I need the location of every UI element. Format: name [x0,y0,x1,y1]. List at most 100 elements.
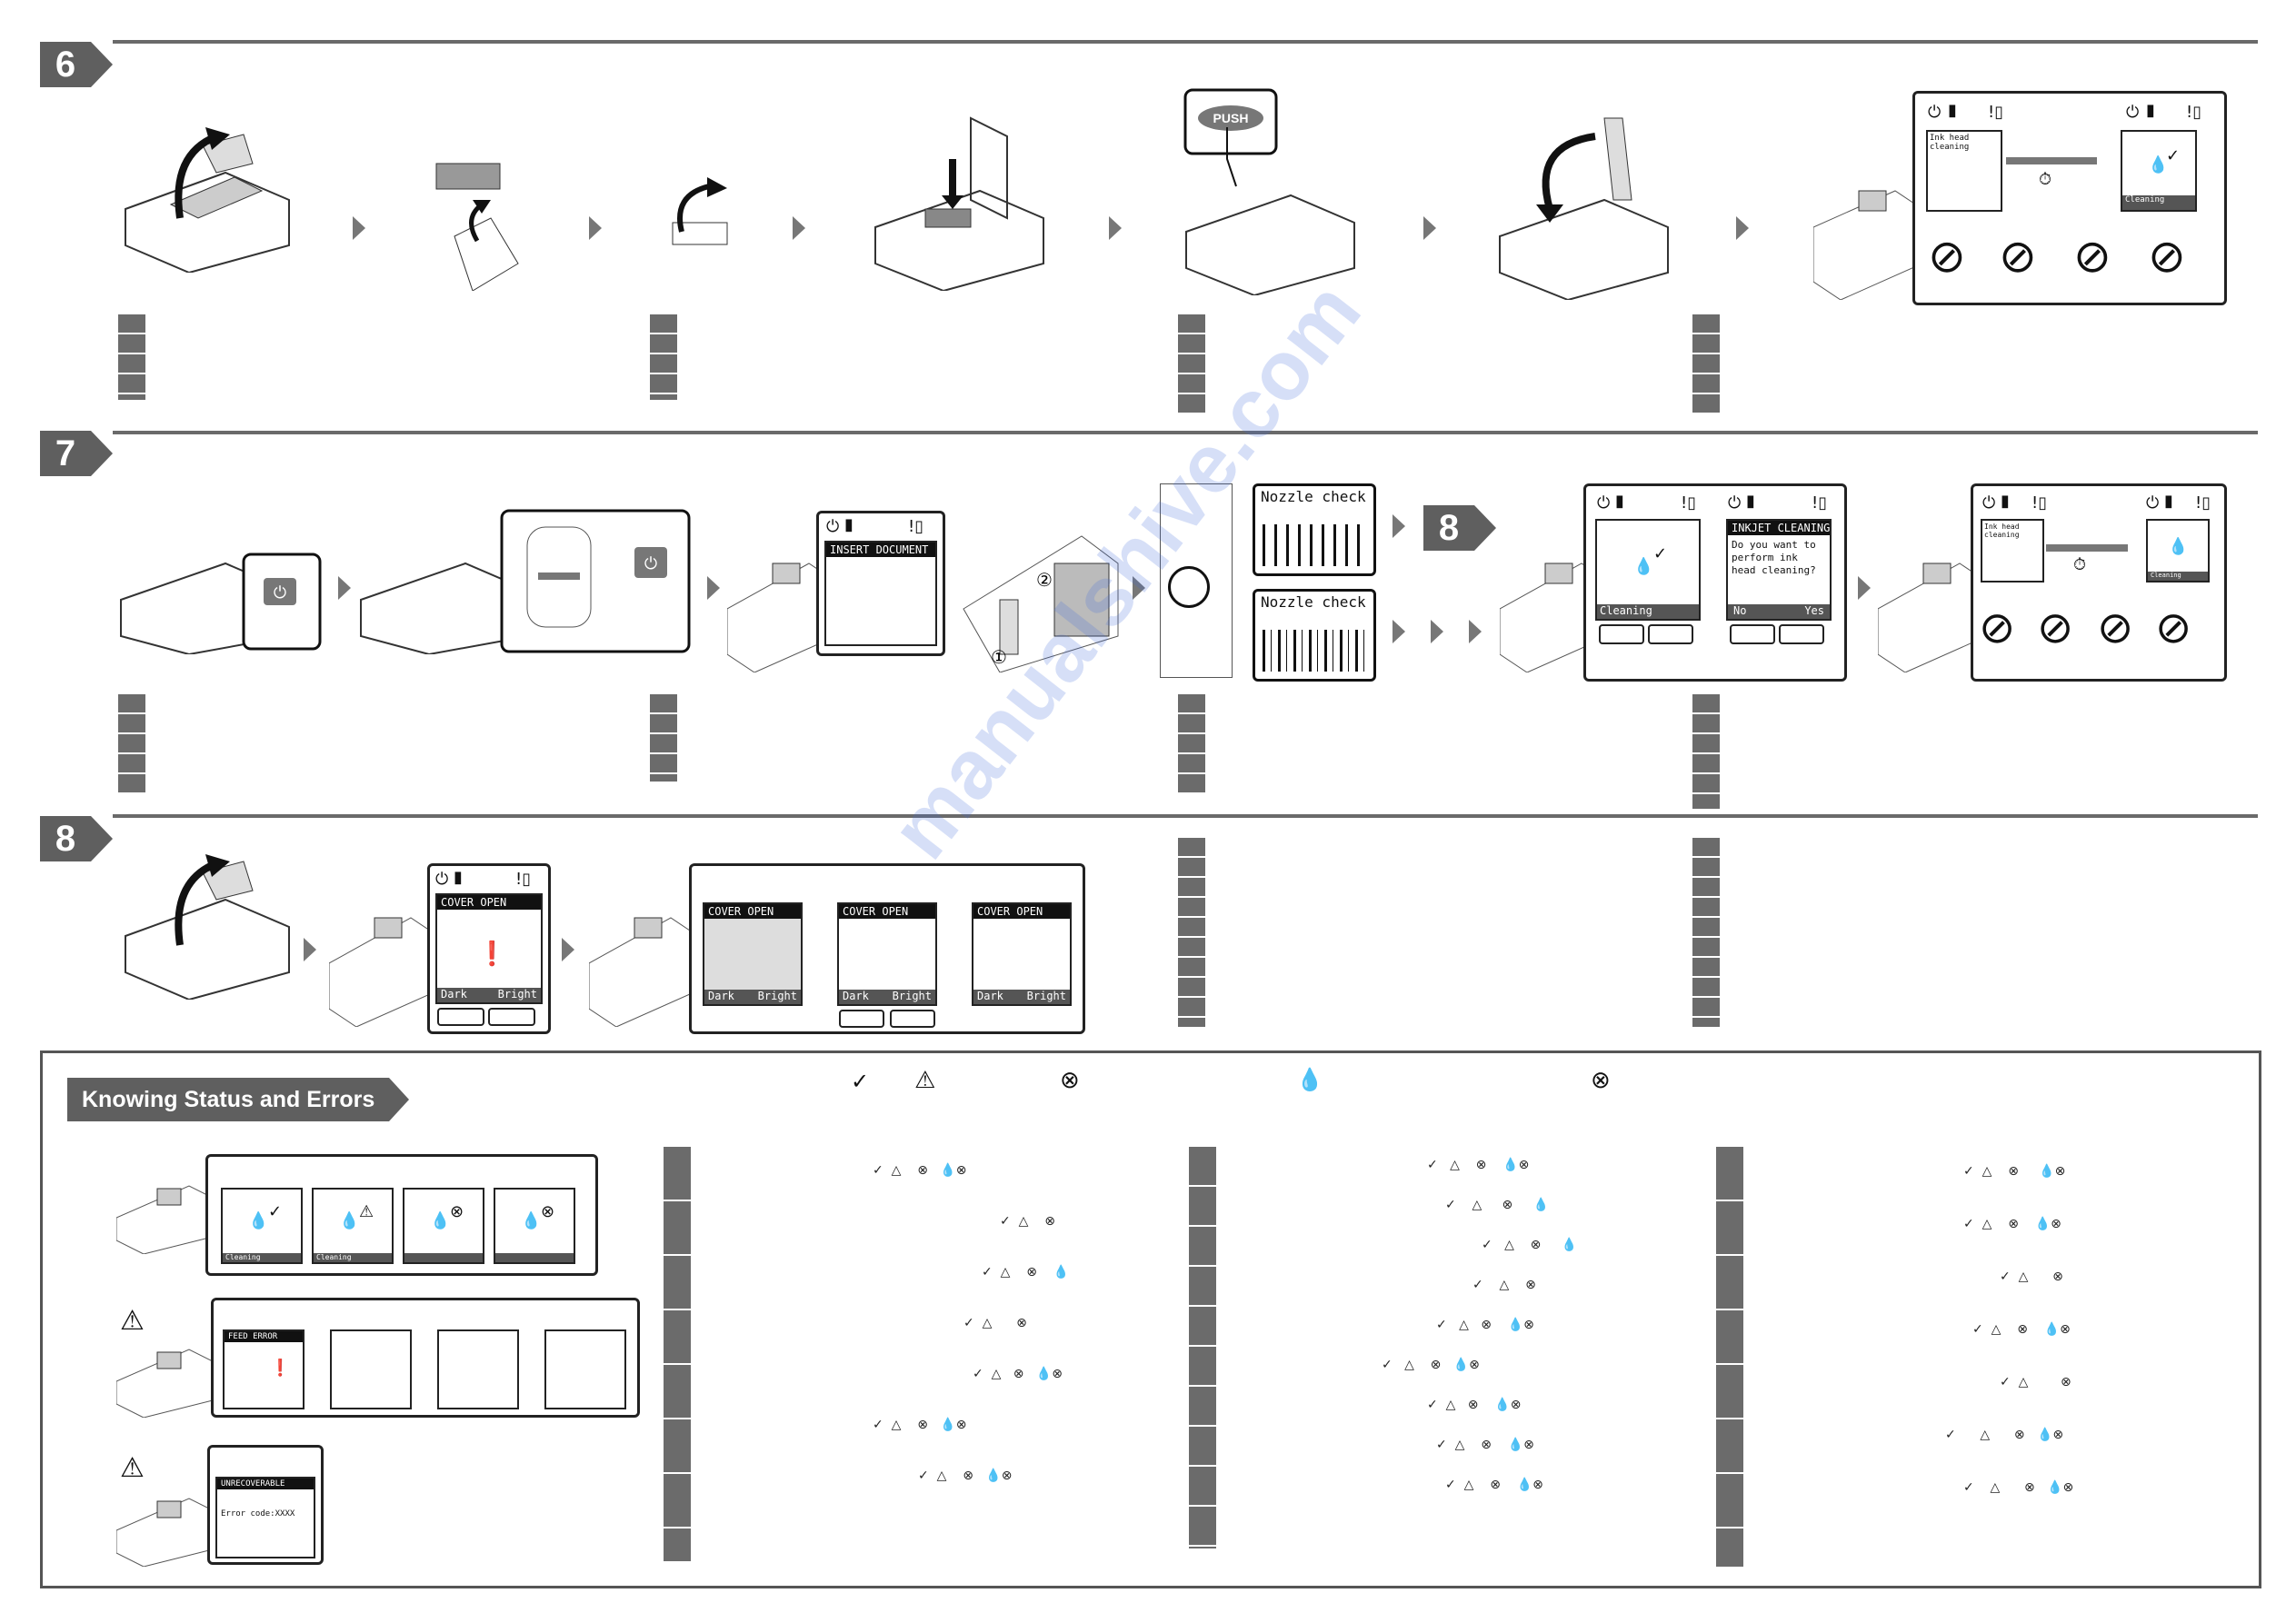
cleaning-status-panel-2: ⏻ ▮ !▯ ⏻ ▮ !▯ Ink head cleaning ⏱ 💧 Clea… [1971,483,2227,682]
ink-drop-icon: 💧 [1633,557,1654,576]
right-soft-key[interactable] [488,1008,535,1026]
section-7-rule [113,431,2258,434]
cover-open-panel: ⏻ ▮ !▯ COVER OPEN ❗ Dark Bright [427,863,551,1034]
no-option[interactable]: No [1733,604,1747,617]
dark-option: Dark [843,990,869,1002]
right-soft-key[interactable] [1779,624,1824,644]
cover-open-header: COVER OPEN [973,904,1070,919]
cover-open-printer-illustration [589,917,698,1027]
no-open-cover-icon: ⊘ [2073,230,2111,283]
error-code-text: Error code:XXXX [221,1509,295,1518]
warning-triangle-icon: ⚠ [120,1305,145,1337]
push-label: PUSH [1213,111,1249,125]
step-8-inline-badge: 8 [1423,505,1505,551]
warning-triangle-icon: ⚠ [120,1452,145,1484]
text-placeholder-bar [650,314,677,400]
feed-error-step-1 [330,1329,412,1409]
dark-option[interactable]: Dark [441,988,467,1001]
document-insert-illustration: ② ① [963,535,1119,672]
cleaning-screen: 💧 ✓ Cleaning [1595,519,1701,621]
insert-document-printer-illustration [727,563,836,672]
step-arrow [707,576,720,600]
left-soft-key[interactable] [1730,624,1775,644]
step-arrow [338,576,351,600]
unrecoverable-error-panel: UNRECOVERABLE Error code:XXXX [207,1445,324,1565]
cartridge-insert-illustration [874,116,1044,291]
printer-open-cover-illustration [125,127,290,273]
warning-triangle-icon: ⚠ [914,1067,936,1094]
section-6-rule [113,40,2258,44]
cleaning-done-screen: 💧 ✓ Cleaning [2121,130,2197,212]
insert-document-panel: ⏻ ▮ !▯ INSERT DOCUMENT [816,511,945,656]
error-led-icon: !▯ [2195,493,2211,513]
inkjet-cleaning-question-screen: INKJET CLEANING Do you want to perform i… [1726,519,1832,621]
error-led-icon: !▯ [2186,103,2202,122]
bright-option[interactable]: Bright [497,988,537,1001]
yes-option[interactable]: Yes [1804,604,1824,617]
cleaning-label: Cleaning [2122,195,2195,210]
left-soft-key[interactable] [437,1008,484,1026]
error-circle-icon: ⊗ [541,1202,555,1221]
power-icon: ⏻ [435,870,449,889]
error-led-icon: !▯ [1988,103,2004,122]
left-soft-key[interactable] [1599,624,1644,644]
inkjet-cleaning-options: No Yes [1728,604,1830,619]
status-bar [495,1253,574,1262]
text-placeholder-bar [1178,838,1205,1027]
power-icon: ⏻ [1728,493,1742,513]
error-led-icon: !▯ [515,870,532,889]
text-placeholder-bar [1178,314,1205,414]
bright-option: Bright [1026,990,1066,1002]
cover-open-printer-illustration [329,917,438,1027]
power-icon: ⏻ [274,583,286,602]
inkjet-cleaning-panel: ⏻ ▮ !▯ ⏻ ▮ !▯ 💧 ✓ Cleaning INKJET CLEANI… [1583,483,1847,682]
no-power-off-icon: ⊘ [1999,230,2037,283]
error-led-icon: !▯ [1681,493,1697,513]
ink-drop-icon: 💧 [248,1211,269,1230]
status-led-icon: ▮ [2001,492,2010,511]
step-arrow [1431,620,1443,643]
ink-drop-icon: 💧 [430,1211,451,1230]
status-led-icon: ▮ [844,515,854,534]
right-soft-key[interactable] [890,1010,935,1028]
text-placeholder-bar [1692,694,1720,809]
text-placeholder-bar [118,314,145,400]
status-led-icon: ▮ [2164,492,2173,511]
right-soft-key[interactable] [1648,624,1693,644]
ink-head-cleaning-screen: Ink head cleaning [1926,130,2002,212]
ink-head-cleaning-text: Ink head cleaning [1930,134,1970,152]
ink-error-screen: 💧 ⊗ [494,1188,575,1264]
cleaning-label: Cleaning [1597,604,1699,619]
ink-drop-icon: 💧 [2148,155,2169,174]
step-arrow [1736,216,1749,240]
knowing-status-errors-box [40,1050,2261,1588]
left-soft-key[interactable] [839,1010,884,1028]
cleaning-cartridge-unpack-illustration [435,163,519,291]
step-arrow [1469,620,1482,643]
ink-empty-screen: 💧 ⊗ [403,1188,484,1264]
check-icon: ✓ [1653,544,1668,563]
no-remove-cartridge-icon: ⊘ [2148,230,2186,283]
status-table-bar [1716,1147,1743,1567]
section-8-rule [113,814,2258,818]
printer-power-confirm-illustration: ⏻ [360,509,691,654]
no-open-cover-icon: ⊘ [2097,602,2134,653]
inkjet-cleaning-header: INKJET CLEANING [1728,521,1830,535]
status-symbol-column: ✓ △ ⊗ 💧⊗ ✓ △ ⊗ ✓ △ ⊗ 💧 ✓ △ ⊗ ✓ △ ⊗ 💧⊗ ✓ … [873,1163,1070,1483]
ink-drop-icon: 💧 [1296,1067,1323,1092]
printer-side-illustration [1813,190,1922,300]
ink-drop-icon: 💧 [521,1211,542,1230]
cover-open-header: COVER OPEN [437,895,541,910]
status-table-bar [1189,1147,1216,1548]
feed-error-panel: FEED ERROR ❗ [211,1298,640,1418]
status-table-bar [664,1147,691,1561]
no-remove-cartridge-icon: ⊘ [2155,602,2192,653]
printer-open-cover-illustration [125,854,290,1000]
stopwatch-icon: ⏱ [2073,555,2087,574]
cover-open-header: COVER OPEN [704,904,801,919]
printer-side-illustration [116,1185,216,1254]
cover-open-screen: COVER OPEN ❗ Dark Bright [435,893,543,1004]
